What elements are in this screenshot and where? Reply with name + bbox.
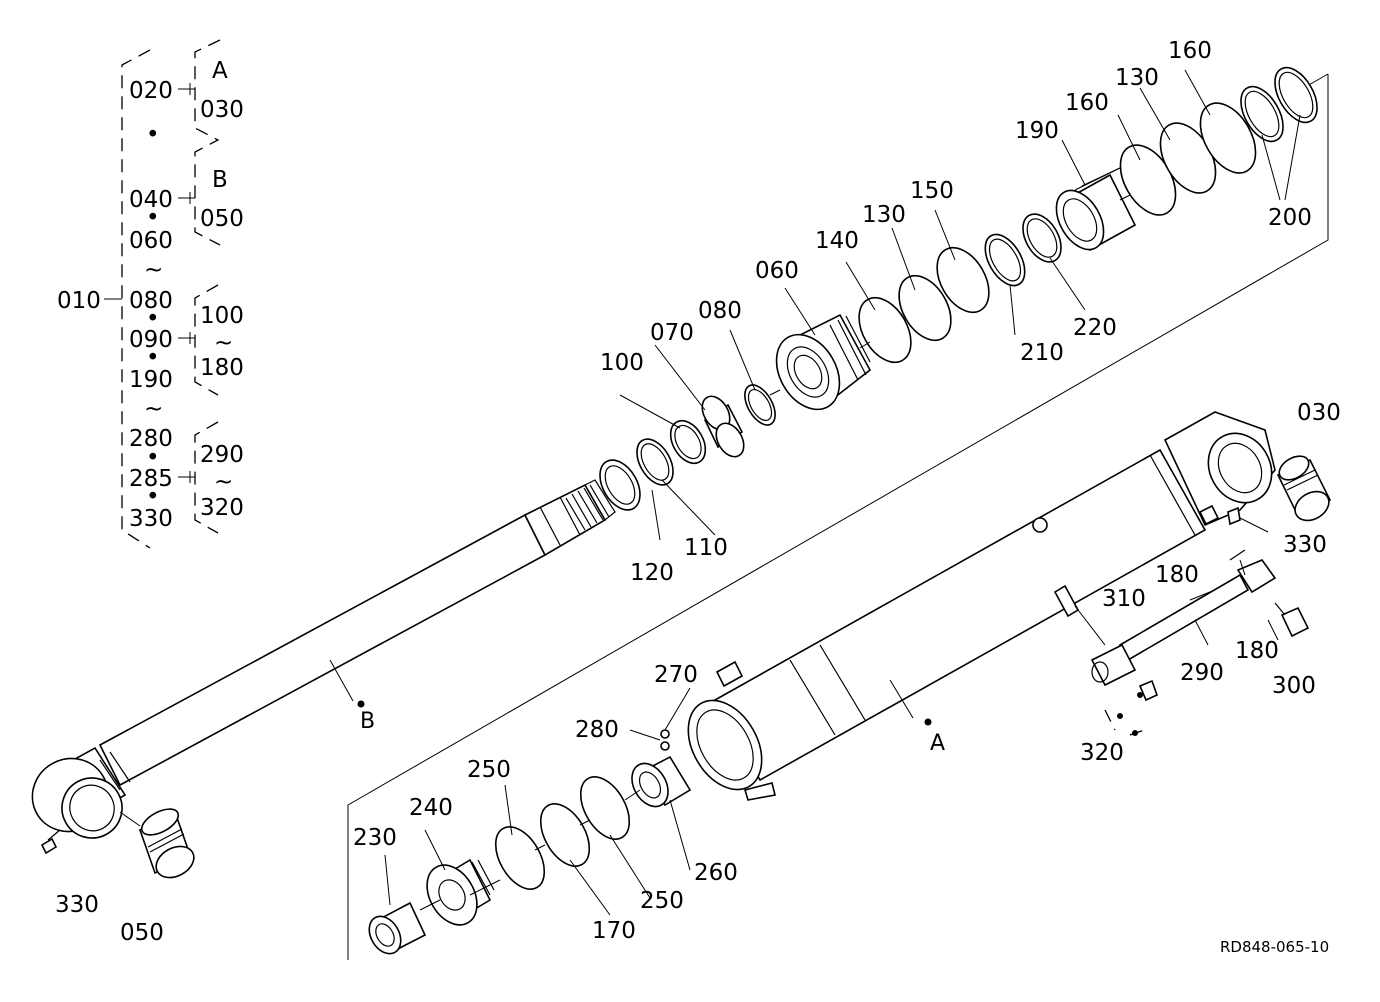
callout-300: 300 <box>1272 673 1316 699</box>
callout-160: 160 <box>1168 38 1212 64</box>
callout-230: 230 <box>353 825 397 851</box>
callout-080: 080 <box>698 298 742 324</box>
callout-labels: 030 050 060 070 080 100 110 120 130 130 … <box>55 38 1341 946</box>
tree-dot: • <box>146 345 160 371</box>
rod-gland-060 <box>775 313 872 411</box>
tree-root: 010 <box>57 288 101 314</box>
callout-250: 250 <box>467 757 511 783</box>
piston-rod <box>31 479 616 855</box>
tree-item: 285 <box>129 466 173 492</box>
callout-210: 210 <box>1020 340 1064 366</box>
callout-270: 270 <box>654 662 698 688</box>
reference-dot <box>357 700 365 708</box>
tree-dot: • <box>146 306 160 332</box>
tree-item: B <box>212 167 228 193</box>
tree-item: 280 <box>129 426 173 452</box>
grease-fitting-330 <box>1227 506 1269 533</box>
callout-030: 030 <box>1297 400 1341 426</box>
callout-290: 290 <box>1180 660 1224 686</box>
pipe-assembly <box>1053 549 1310 736</box>
parts-hierarchy-tree: 010 020 A 030 • 040 B 050 • 060 ~ 080 • … <box>57 39 244 549</box>
tree-item: 330 <box>129 506 173 532</box>
tree-item: 100 <box>200 303 244 329</box>
tree-dot: • <box>146 484 160 510</box>
drawing-code: RD848-065-10 <box>1220 938 1329 956</box>
tree-item: 080 <box>129 288 173 314</box>
callout-160: 160 <box>1065 90 1109 116</box>
cylinder-tube <box>687 411 1276 801</box>
callout-180: 180 <box>1155 562 1199 588</box>
tree-dot: • <box>146 445 160 471</box>
tree-item: 320 <box>200 495 244 521</box>
piston-rings <box>769 66 1318 396</box>
tree-dot: • <box>146 122 160 148</box>
bushing-050 <box>119 808 195 879</box>
callout-110: 110 <box>684 535 728 561</box>
callout-250: 250 <box>640 888 684 914</box>
head-side-parts <box>368 729 692 955</box>
callout-100: 100 <box>600 350 644 376</box>
callout-060: 060 <box>755 258 799 284</box>
callout-240: 240 <box>409 795 453 821</box>
callout-170: 170 <box>592 918 636 944</box>
tree-dot: • <box>146 205 160 231</box>
leader-lines <box>384 69 1301 916</box>
callout-190: 190 <box>1015 118 1059 144</box>
tree-tilde: ~ <box>214 330 233 356</box>
callout-150: 150 <box>910 178 954 204</box>
tree-item: 020 <box>129 78 173 104</box>
callout-310: 310 <box>1102 586 1146 612</box>
tree-item: 050 <box>200 206 244 232</box>
callout-280: 280 <box>575 717 619 743</box>
tree-item: 060 <box>129 228 173 254</box>
rod-seals <box>599 384 776 511</box>
reference-dot <box>924 718 932 726</box>
callout-200: 200 <box>1268 205 1312 231</box>
callout-130: 130 <box>1115 65 1159 91</box>
callout-050: 050 <box>120 920 164 946</box>
tree-item: 290 <box>200 442 244 468</box>
callout-260: 260 <box>694 860 738 886</box>
tree-tilde: ~ <box>214 469 233 495</box>
tree-item: 180 <box>200 355 244 381</box>
bushing-030 <box>1276 455 1332 522</box>
callout-330: 330 <box>55 892 99 918</box>
tree-item: 030 <box>200 97 244 123</box>
tree-item: 040 <box>129 187 173 213</box>
tree-item: 190 <box>129 367 173 393</box>
tree-item: 090 <box>129 327 173 353</box>
tree-item: A <box>212 58 228 84</box>
callout-120: 120 <box>630 560 674 586</box>
tree-tilde: ~ <box>144 257 163 283</box>
marker-b: B <box>360 709 375 734</box>
callout-320: 320 <box>1080 740 1124 766</box>
tree-tilde: ~ <box>144 396 163 422</box>
callout-140: 140 <box>815 228 859 254</box>
callout-330: 330 <box>1283 532 1327 558</box>
callout-070: 070 <box>650 320 694 346</box>
marker-a: A <box>930 731 945 756</box>
callout-220: 220 <box>1073 315 1117 341</box>
callout-180: 180 <box>1235 638 1279 664</box>
callout-130: 130 <box>862 202 906 228</box>
